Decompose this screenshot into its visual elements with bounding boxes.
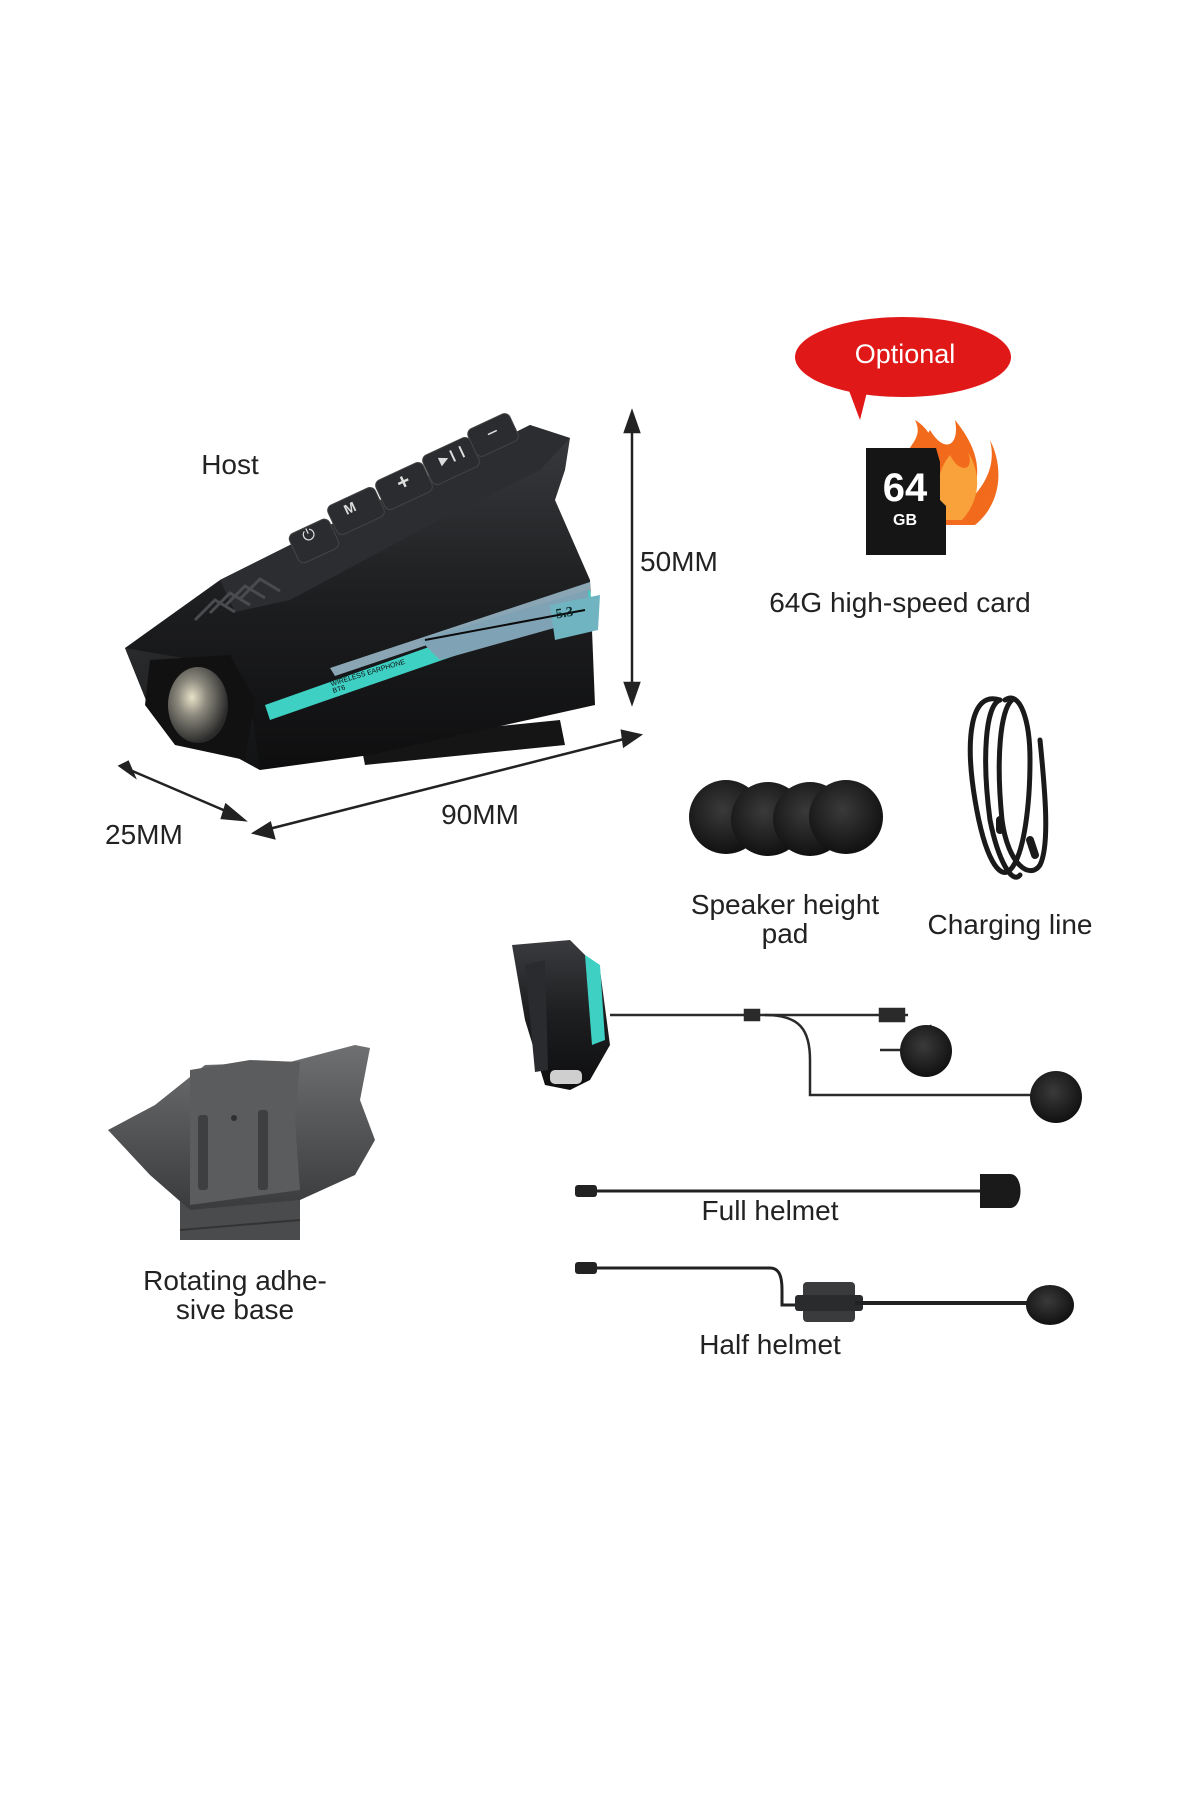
speaker-pad-label: Speaker height pad [670,890,900,949]
width-dimension-label: 25MM [105,819,183,850]
charging-line-label: Charging line [927,909,1093,940]
host-device [125,413,600,770]
host-buttons [288,413,519,564]
speaker-pads [689,780,883,856]
earpiece-left-icon [900,1025,952,1077]
half-helmet-label: Half helmet [699,1329,841,1360]
full-helmet-mic [575,1174,1021,1208]
full-helmet-label: Full helmet [701,1195,839,1226]
headset-device [512,940,610,1090]
length-dimension-label: 90MM [441,799,519,830]
sd-unit: GB [893,512,917,529]
headset-cable [610,1007,1035,1097]
charging-cable [967,695,1049,880]
optional-badge [795,317,1011,420]
earpiece-right-icon [1030,1071,1082,1123]
grille-icon [193,577,281,622]
adhesive-base-label-line2: sive base [175,1294,295,1326]
version-badge: 5.3 [554,604,575,623]
adhesive-base [108,1045,375,1240]
height-dimension-label: 50MM [640,546,718,577]
optional-badge-label: Optional [854,339,956,369]
adhesive-base-label: Rotating adhe- sive base [120,1266,350,1325]
sd-capacity: 64 [882,466,928,510]
dimension-arrows [117,408,644,840]
camera-lens-icon [168,667,228,743]
half-helmet-mic [575,1262,1074,1325]
adhesive-base-label-line1: Rotating adhe- [143,1265,327,1296]
host-label: Host [201,449,259,480]
sd-card-label: 64G high-speed card [769,587,1031,618]
sd-card [866,448,946,555]
speaker-pad-label-line2: pad [761,918,809,950]
speaker-pad-label-line1: Speaker height [690,889,880,920]
